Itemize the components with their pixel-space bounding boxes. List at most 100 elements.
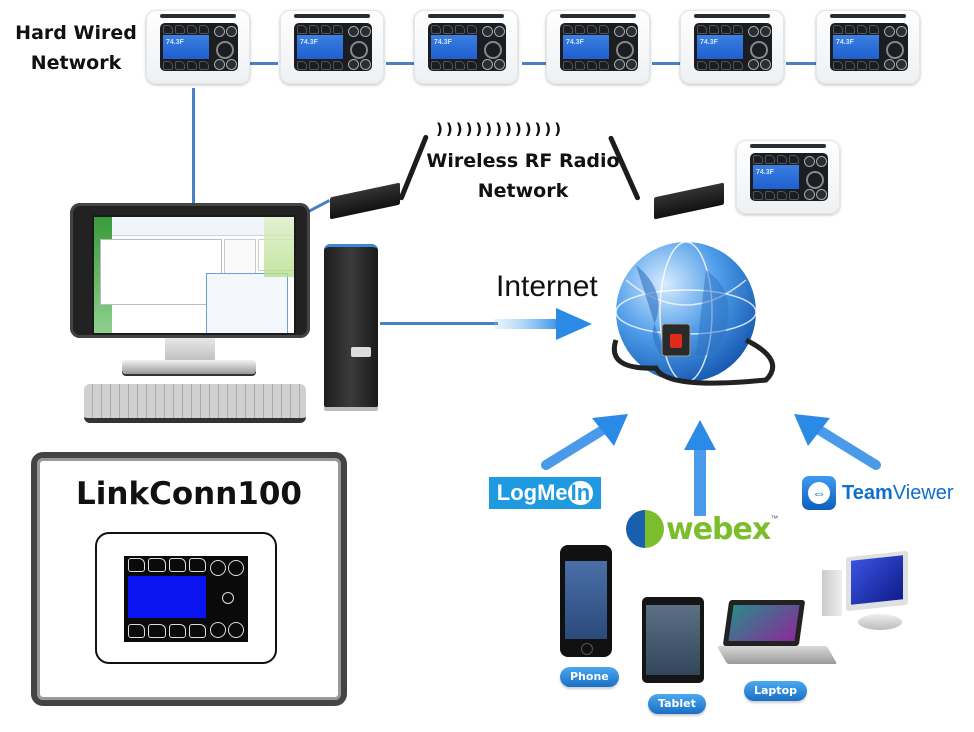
dial-icon — [750, 41, 768, 59]
thermostat-screen: 74.3F — [163, 35, 209, 59]
wireless-rf-network-label: Wireless RF Radio Network — [418, 146, 628, 206]
linkconn100-logo: LinkConn100 — [31, 452, 347, 706]
pc-internet-link — [380, 322, 498, 325]
wired-thermostat: 74.3F — [414, 10, 518, 84]
softkeys-top — [697, 25, 743, 34]
thermostat-temperature: 74.3F — [836, 39, 854, 46]
wired-thermostat: 74.3F — [816, 10, 920, 84]
check-button-icon — [614, 59, 625, 70]
hard-wired-network-label: Hard Wired Network — [10, 18, 142, 78]
monitor-stand — [165, 338, 215, 362]
phone-label: Phone — [560, 667, 619, 687]
teamviewer-bold: Team — [842, 481, 893, 504]
tablet-label: Tablet — [648, 694, 706, 714]
phone-device — [560, 545, 612, 657]
check-button-icon — [748, 59, 759, 70]
softkeys-bottom — [563, 61, 609, 70]
home-button-icon — [494, 26, 505, 37]
softkeys-top — [563, 25, 609, 34]
webex-logo: webex ™ — [626, 508, 778, 550]
thermostat-temperature: 74.3F — [434, 39, 452, 46]
thermostat-screen: 74.3F — [297, 35, 343, 59]
logmein-prefix: LogMe — [496, 480, 568, 505]
thermostat-status-bar — [750, 144, 826, 148]
wired-link-2-3 — [386, 62, 414, 65]
check-button-icon — [804, 189, 815, 200]
menu-button-icon — [494, 59, 505, 70]
monitor-base — [122, 360, 256, 374]
internet-globe-icon — [612, 241, 776, 386]
thermostat-face: 74.3F — [830, 23, 908, 71]
pc-tower — [324, 244, 378, 407]
cancel-button-icon — [348, 26, 359, 37]
laptop-label: Laptop — [744, 681, 807, 701]
teamviewer-icon: ⇔ — [802, 476, 836, 510]
home-button-icon — [226, 26, 237, 37]
cancel-button-icon — [482, 26, 493, 37]
wireless-line1: Wireless RF Radio — [426, 150, 620, 172]
thermostat-outline-icon — [95, 532, 277, 664]
menu-button-icon — [226, 59, 237, 70]
softkeys-bottom — [833, 61, 879, 70]
dial-icon — [350, 41, 368, 59]
thermostat-screen: 74.3F — [697, 35, 743, 59]
arrow-webex-icon — [684, 420, 716, 516]
radio-waves: ))))))))))))) — [436, 120, 565, 138]
desktop-computer-monitor — [70, 203, 310, 338]
softkeys-top — [431, 25, 477, 34]
dial-icon — [886, 41, 904, 59]
dial-icon — [616, 41, 634, 59]
thermostat-status-bar — [294, 14, 370, 18]
thermostat-face: 74.3F — [560, 23, 638, 71]
softkeys-bottom — [753, 191, 799, 200]
cancel-button-icon — [748, 26, 759, 37]
menu-button-icon — [360, 59, 371, 70]
wired-link-4-5 — [652, 62, 680, 65]
home-button-icon — [816, 156, 827, 167]
thermostat-status-bar — [694, 14, 770, 18]
wired-link-1-2 — [250, 62, 278, 65]
menu-button-icon — [896, 59, 907, 70]
thermostat-screen: 74.3F — [833, 35, 879, 59]
logmein-suffix: In — [567, 481, 594, 505]
cancel-button-icon — [804, 156, 815, 167]
thermostat-temperature: 74.3F — [166, 39, 184, 46]
wired-thermostat: 74.3F — [546, 10, 650, 84]
radio-module-icon — [330, 182, 400, 220]
wired-link-5-6 — [786, 62, 816, 65]
menu-button-icon — [816, 189, 827, 200]
menu-button-icon — [760, 59, 771, 70]
thermostat-screen: 74.3F — [563, 35, 609, 59]
softkeys-bottom — [431, 61, 477, 70]
tablet-device — [642, 597, 704, 683]
cancel-button-icon — [614, 26, 625, 37]
desktop-device — [822, 550, 922, 632]
softkeys-bottom — [163, 61, 209, 70]
home-button-icon — [760, 26, 771, 37]
thermostat-temperature: 74.3F — [566, 39, 584, 46]
laptop-device — [716, 600, 838, 670]
thermostat-status-bar — [428, 14, 504, 18]
software-screen — [92, 215, 296, 335]
softkeys-top — [833, 25, 879, 34]
wired-thermostat: 74.3F — [680, 10, 784, 84]
arrow-teamviewer-icon — [794, 414, 881, 470]
product-name: LinkConn100 — [76, 476, 302, 512]
check-button-icon — [348, 59, 359, 70]
teamviewer-light: Viewer — [892, 481, 954, 504]
thermostat-temperature: 74.3F — [700, 39, 718, 46]
check-button-icon — [482, 59, 493, 70]
hard-wired-line1: Hard Wired — [15, 22, 137, 44]
wired-link-to-pc — [192, 88, 195, 208]
keyboard — [84, 384, 306, 423]
thermostat-face: 74.3F — [294, 23, 372, 71]
wireless-thermostat: 74.3F — [736, 140, 840, 214]
thermostat-status-bar — [560, 14, 636, 18]
cancel-button-icon — [214, 26, 225, 37]
menu-button-icon — [626, 59, 637, 70]
wired-link-3-4 — [522, 62, 546, 65]
softkeys-top — [163, 25, 209, 34]
thermostat-face: 74.3F — [694, 23, 772, 71]
home-button-icon — [896, 26, 907, 37]
